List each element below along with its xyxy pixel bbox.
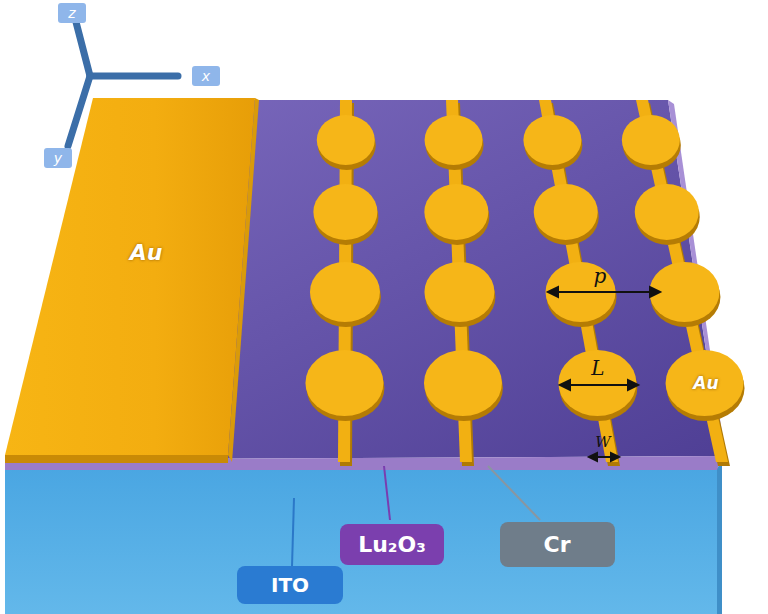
- au-disc: [558, 350, 636, 416]
- axes: [68, 22, 178, 146]
- au-disc: [649, 262, 719, 322]
- au-disc: [425, 115, 483, 165]
- au-pad: [5, 98, 255, 455]
- au-disc: [666, 350, 744, 416]
- dimension-label: p: [594, 264, 607, 288]
- axis-label: x: [192, 66, 220, 86]
- au-disc: [635, 184, 699, 240]
- leader-line: [488, 466, 540, 520]
- axis-label: z: [58, 3, 85, 23]
- au-disc: [622, 115, 680, 165]
- dimension-arrows: [548, 287, 660, 461]
- layer-tag: Lu₂O₃: [340, 524, 444, 565]
- au-pad-front: [5, 455, 228, 463]
- leader-line: [384, 466, 390, 520]
- leader-line: [292, 498, 294, 567]
- au-disc: [523, 115, 581, 165]
- label-text: Au: [130, 240, 163, 265]
- dimension-label: W: [595, 433, 610, 451]
- material-label: Au: [122, 236, 171, 269]
- au-disc: [424, 350, 502, 416]
- label-text: Lu₂O₃: [358, 532, 426, 557]
- au-disc: [310, 262, 380, 322]
- au-electrodes: [305, 100, 744, 466]
- ito-side: [717, 462, 722, 614]
- label-text: ITO: [271, 573, 309, 597]
- au-disc: [534, 184, 598, 240]
- label-text: x: [202, 68, 210, 84]
- label-text: Cr: [544, 532, 571, 557]
- layer-tag: Cr: [500, 522, 615, 567]
- ito-substrate: [5, 468, 717, 614]
- layer-tag: ITO: [237, 566, 343, 604]
- au-disc: [317, 115, 375, 165]
- axis-label: y: [44, 148, 72, 168]
- dimension-label: L: [591, 356, 604, 380]
- label-text: y: [54, 150, 62, 166]
- au-disc: [424, 262, 494, 322]
- label-text: Au: [693, 373, 718, 393]
- au-disc: [424, 184, 488, 240]
- material-label: Au: [689, 371, 722, 395]
- au-disc: [313, 184, 377, 240]
- au-pad-side: [228, 98, 259, 462]
- au-disc: [305, 350, 383, 416]
- label-text: z: [68, 5, 75, 21]
